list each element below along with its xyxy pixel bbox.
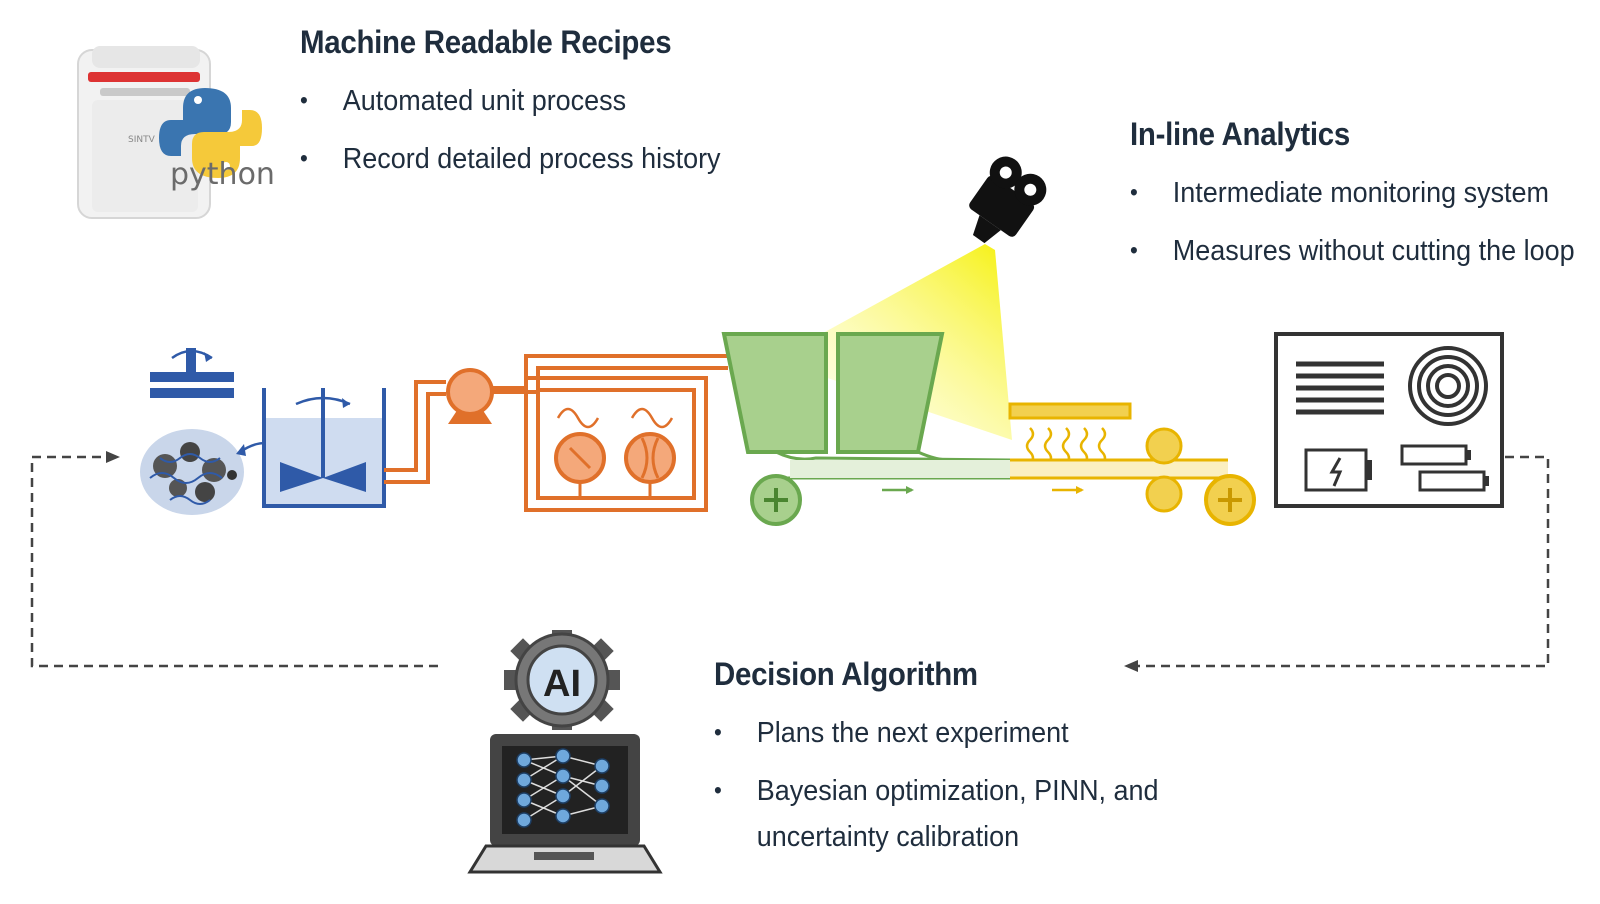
- analytics-bullet: Measures without cutting the loop: [1130, 233, 1575, 269]
- decision-bullet: Bayesian optimization, PINN, and: [714, 773, 1159, 809]
- coater-hopper-icon: [721, 332, 945, 454]
- pump-icon: [446, 368, 494, 424]
- slurry-sensor-box: [524, 376, 708, 512]
- recipes-heading: Machine Readable Recipes: [300, 24, 672, 60]
- recipes-bullet: Automated unit process: [300, 83, 721, 119]
- decision-section: Decision Algorithm Plans the next experi…: [714, 656, 1192, 855]
- camera-icon: [969, 156, 1047, 244]
- recipes-bullet-list: Automated unit process Record detailed p…: [300, 83, 752, 177]
- decision-bullet: Plans the next experiment: [714, 715, 1159, 751]
- arrow-head-right: [106, 451, 120, 463]
- analytics-heading: In-line Analytics: [1130, 116, 1350, 152]
- arrow-head-left: [1124, 660, 1138, 672]
- particle-mixture-icon: [140, 429, 244, 515]
- press-icon: [150, 348, 234, 398]
- analytics-bullet: Intermediate monitoring system: [1130, 175, 1575, 211]
- recipes-section: Machine Readable Recipes Automated unit …: [300, 24, 752, 177]
- python-logo-text: python: [170, 157, 275, 192]
- coating-conveyor: [750, 450, 1011, 526]
- mixing-tank-icon: [262, 388, 386, 508]
- laptop-neural-network-icon: [467, 734, 663, 874]
- svg-text:SINTV: SINTV: [128, 135, 156, 145]
- decision-bullet-list: Plans the next experiment Bayesian optim…: [714, 715, 1192, 809]
- decision-heading: Decision Algorithm: [714, 656, 978, 692]
- cell-analysis-panel: [1274, 332, 1504, 508]
- feedback-loop-arrows: [30, 455, 1550, 668]
- analytics-section: In-line Analytics Intermediate monitorin…: [1130, 116, 1600, 269]
- ai-label: AI: [543, 663, 581, 705]
- python-logo-icon: [159, 88, 262, 178]
- decision-bullet-continuation: uncertainty calibration: [756, 821, 1020, 853]
- analytics-bullet-list: Intermediate monitoring system Measures …: [1130, 175, 1600, 269]
- lab-machine-image: SINTV: [77, 46, 211, 219]
- calender-rollers-icon: [1145, 427, 1256, 526]
- ai-gear-icon: AI: [504, 630, 620, 730]
- recipes-bullet: Record detailed process history: [300, 141, 721, 177]
- dryer-icon: [1008, 402, 1228, 494]
